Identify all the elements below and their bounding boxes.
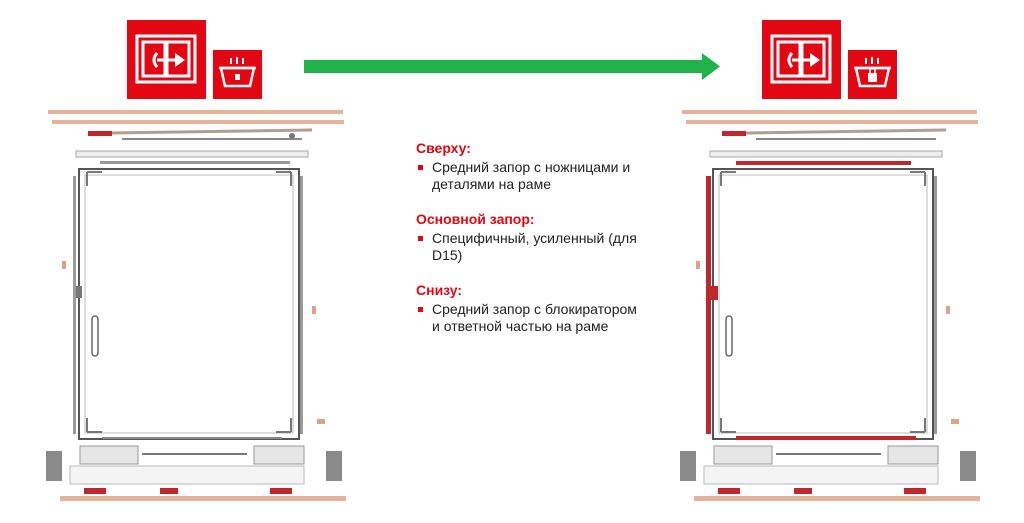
window-handle-icon-tile-right [762, 20, 841, 99]
section-main-lock-title: Основной запор: [416, 211, 535, 227]
section-main-lock: Основной запор: Специфичный, усиленный (… [416, 211, 646, 264]
hardware-diagram-left [42, 106, 347, 510]
frame-profile-bottom [60, 496, 346, 501]
sash-frame [712, 168, 934, 440]
section-bottom: Снизу: Средний запор с блокиратором и от… [416, 282, 646, 335]
lock-rod-right [300, 176, 303, 434]
sash-profile-top [75, 150, 309, 158]
bottom-mechanism-left [79, 445, 139, 465]
tilt-window-icon-tile [213, 50, 262, 99]
section-top-text: Средний запор с ножницами и деталями на … [416, 159, 646, 193]
frame-profile-top-2 [686, 120, 978, 124]
section-top-title: Сверху: [416, 140, 471, 156]
top-corner-part [88, 131, 112, 136]
section-bottom-text: Средний запор с блокиратором и ответной … [416, 301, 646, 335]
bottom-part-red-left [84, 488, 106, 494]
window-handle-icon [770, 34, 832, 84]
description-block: Сверху: Средний запор с ножницами и дета… [416, 140, 646, 353]
tilt-window-lock-icon [854, 57, 891, 88]
window-handle-icon [135, 34, 197, 84]
tilt-window-lock-icon-tile [848, 50, 897, 99]
bottom-keeper-right [326, 451, 342, 481]
section-bottom-title: Снизу: [416, 282, 463, 298]
frame-profile-top-2 [52, 120, 344, 124]
section-main-lock-text: Специфичный, усиленный (для D15) [416, 230, 646, 264]
bottom-mechanism-right [253, 445, 305, 465]
main-lock-rod-left [73, 176, 76, 434]
window-handle [725, 315, 733, 357]
window-handle-icon-tile [127, 20, 206, 99]
frame-profile-top [48, 110, 343, 114]
frame-profile-top [682, 110, 977, 114]
tilt-window-icon [219, 57, 256, 88]
window-handle [91, 315, 99, 357]
sash-profile-bottom [69, 465, 305, 485]
sash-frame [78, 168, 300, 440]
section-top: Сверху: Средний запор с ножницами и дета… [416, 140, 646, 193]
main-lock-rod-highlight [706, 176, 711, 434]
hardware-diagram-right [676, 106, 981, 510]
bottom-keeper-left [46, 451, 62, 481]
transition-arrow [300, 52, 724, 82]
